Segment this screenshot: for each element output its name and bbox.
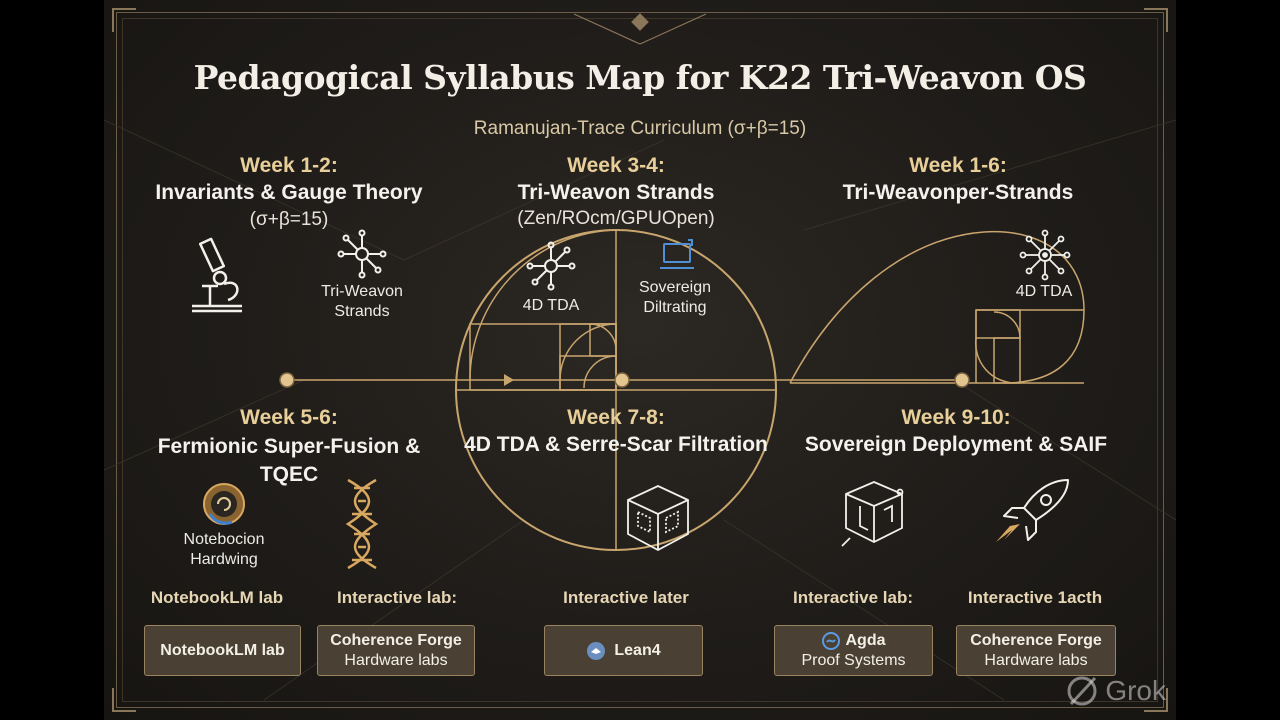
lean4-button[interactable]: Lean4 xyxy=(544,625,703,676)
circuit-cube-icon xyxy=(841,481,904,547)
week-9-10-label: Week 9-10: xyxy=(901,406,1011,429)
week-3-4-label: Week 3-4: xyxy=(567,154,665,177)
agda-logo-icon xyxy=(821,631,840,650)
topic-line: Fermionic Super-Fusion & xyxy=(157,435,421,458)
week-5-6-topic: Fermionic Super-Fusion & TQEC xyxy=(134,433,444,489)
corner-ornament xyxy=(1144,8,1168,32)
dna-helix-icon xyxy=(345,478,379,570)
week-7-8-label: Week 7-8: xyxy=(567,406,665,429)
icon-label-line: Sovereign xyxy=(638,279,712,296)
outer-frame xyxy=(116,12,1164,708)
coherence-forge-lab-button[interactable]: Coherence Forge Hardware labs xyxy=(956,625,1116,676)
corner-ornament xyxy=(112,8,136,32)
starburst-node-icon xyxy=(1019,229,1071,281)
timeline-node xyxy=(954,372,970,388)
lab-heading: Interactive later xyxy=(563,588,689,607)
icon-label-line: Tri-Weavon xyxy=(321,283,403,300)
icon-label-line: Strands xyxy=(334,303,390,320)
coherence-forge-lab-button[interactable]: Coherence Forge Hardware labs xyxy=(317,625,475,676)
4d-tda-label: 4D TDA xyxy=(1015,283,1073,300)
page-title: Pedagogical Syllabus Map for K22 Tri-Wea… xyxy=(193,58,1087,97)
week-1-6-topic: Tri-Weavonper-Strands xyxy=(842,181,1074,204)
rocket-icon xyxy=(996,479,1069,542)
agda-proof-systems-button[interactable]: Agda Proof Systems xyxy=(774,625,933,676)
network-node-icon xyxy=(526,241,576,291)
notebooklm-lab-button[interactable]: NotebookLM lab xyxy=(144,625,301,676)
button-label: NotebookLM lab xyxy=(160,641,285,659)
timeline-node xyxy=(279,372,295,388)
button-label: Coherence Forge xyxy=(970,631,1102,649)
grok-watermark: Grok xyxy=(1065,674,1166,708)
button-label: Agda xyxy=(845,631,886,649)
corner-ornament xyxy=(112,688,136,712)
page-subtitle: Ramanujan-Trace Curriculum (σ+β=15) xyxy=(473,118,807,139)
button-sublabel: Hardware labs xyxy=(984,651,1088,669)
button-sublabel: Hardware labs xyxy=(344,651,448,669)
sovereign-diltrating-label: Sovereign Diltrating xyxy=(620,278,730,318)
button-label: Coherence Forge xyxy=(330,631,462,649)
4d-tda-label: 4D TDA xyxy=(522,297,580,314)
golden-spiral-diagram xyxy=(104,13,1176,701)
lab-heading: Interactive lab: xyxy=(793,588,913,607)
week-1-2-label: Week 1-2: xyxy=(240,154,338,177)
lab-heading: Interactive lab: xyxy=(337,588,457,607)
week-5-6-label: Week 5-6: xyxy=(240,406,338,429)
lab-heading: Interactive 1acth xyxy=(967,588,1103,607)
laptop-icon xyxy=(660,239,694,269)
week-7-8-topic: 4D TDA & Serre-Scar Filtration xyxy=(464,433,768,456)
icon-label-line: Notebocion xyxy=(183,531,265,548)
lean-logo-icon xyxy=(587,641,606,660)
lab-heading: NotebookLM lab xyxy=(150,588,284,607)
timeline-node xyxy=(614,372,630,388)
syllabus-board: Pedagogical Syllabus Map for K22 Tri-Wea… xyxy=(104,0,1176,720)
week-9-10-topic: Sovereign Deployment & SAIF xyxy=(804,433,1108,456)
watermark-text: Grok xyxy=(1105,675,1166,706)
week-3-4-topic: Tri-Weavon Strands xyxy=(517,181,715,204)
week-1-2-formula: (σ+β=15) xyxy=(249,209,329,230)
week-1-6-label: Week 1-6: xyxy=(909,154,1007,177)
topic-line: TQEC xyxy=(259,463,319,486)
week-3-4-platforms: (Zen/ROcm/GPUOpen) xyxy=(517,208,715,229)
button-sublabel: Proof Systems xyxy=(801,651,906,669)
cube-icon xyxy=(627,485,689,552)
button-label: Lean4 xyxy=(614,641,661,659)
week-1-2-topic: Invariants & Gauge Theory xyxy=(155,181,423,204)
tri-weavon-strands-label: Tri-Weavon Strands xyxy=(302,282,422,322)
icon-label-line: Diltrating xyxy=(643,299,707,316)
notebocion-hardwing-label: Notebocion Hardwing xyxy=(164,530,284,570)
network-node-icon xyxy=(337,229,387,279)
corner-ornament xyxy=(1144,688,1168,712)
icon-label-line: Hardwing xyxy=(190,551,258,568)
grok-logo-icon xyxy=(1067,676,1097,706)
notebook-badge-icon xyxy=(203,483,245,525)
microscope-icon xyxy=(192,237,242,313)
